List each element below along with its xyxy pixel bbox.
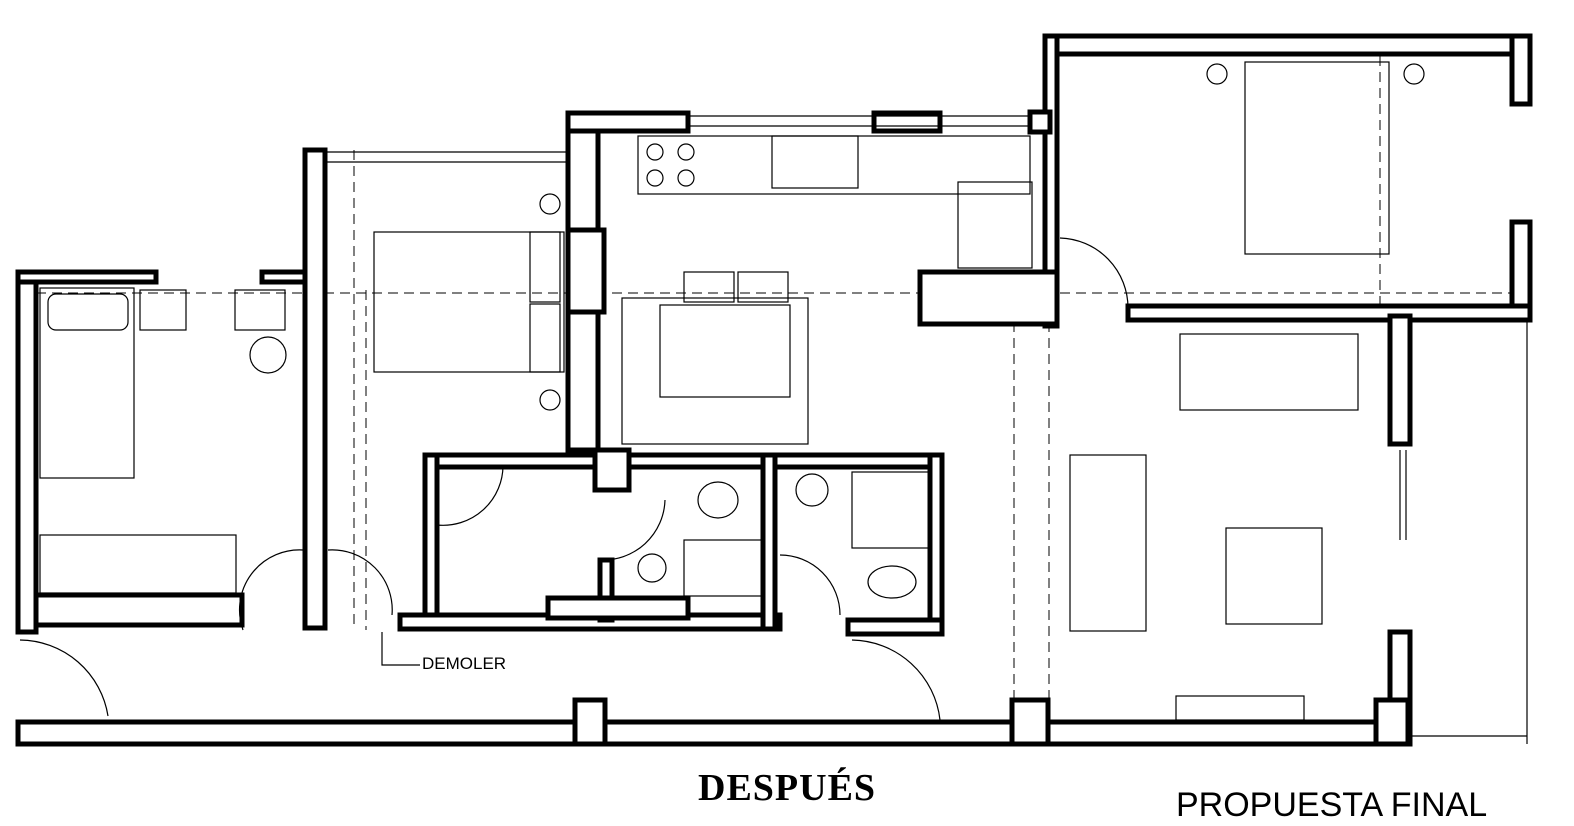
- doors: [19, 237, 1129, 721]
- demoler-annotation: DEMOLER: [422, 654, 507, 673]
- desk: [139, 289, 187, 331]
- fridge: [957, 181, 1033, 269]
- tv: [1175, 695, 1305, 721]
- plan-title: DESPUÉS: [698, 767, 877, 809]
- sink: [771, 135, 859, 189]
- bed-right: [1244, 61, 1390, 255]
- bed-left: [39, 287, 135, 479]
- sofa-2: [1069, 454, 1147, 632]
- bed-middle: [373, 231, 565, 373]
- walls: [15, 33, 1533, 747]
- axis-lines: [20, 40, 1530, 720]
- coffee-table: [1225, 527, 1323, 625]
- sofa: [1179, 333, 1359, 411]
- furniture: [39, 61, 1425, 721]
- plan-subtitle: PROPUESTA FINAL: [1176, 786, 1488, 824]
- kitchen-counter: [637, 135, 1031, 195]
- kitchen-island: [659, 304, 791, 398]
